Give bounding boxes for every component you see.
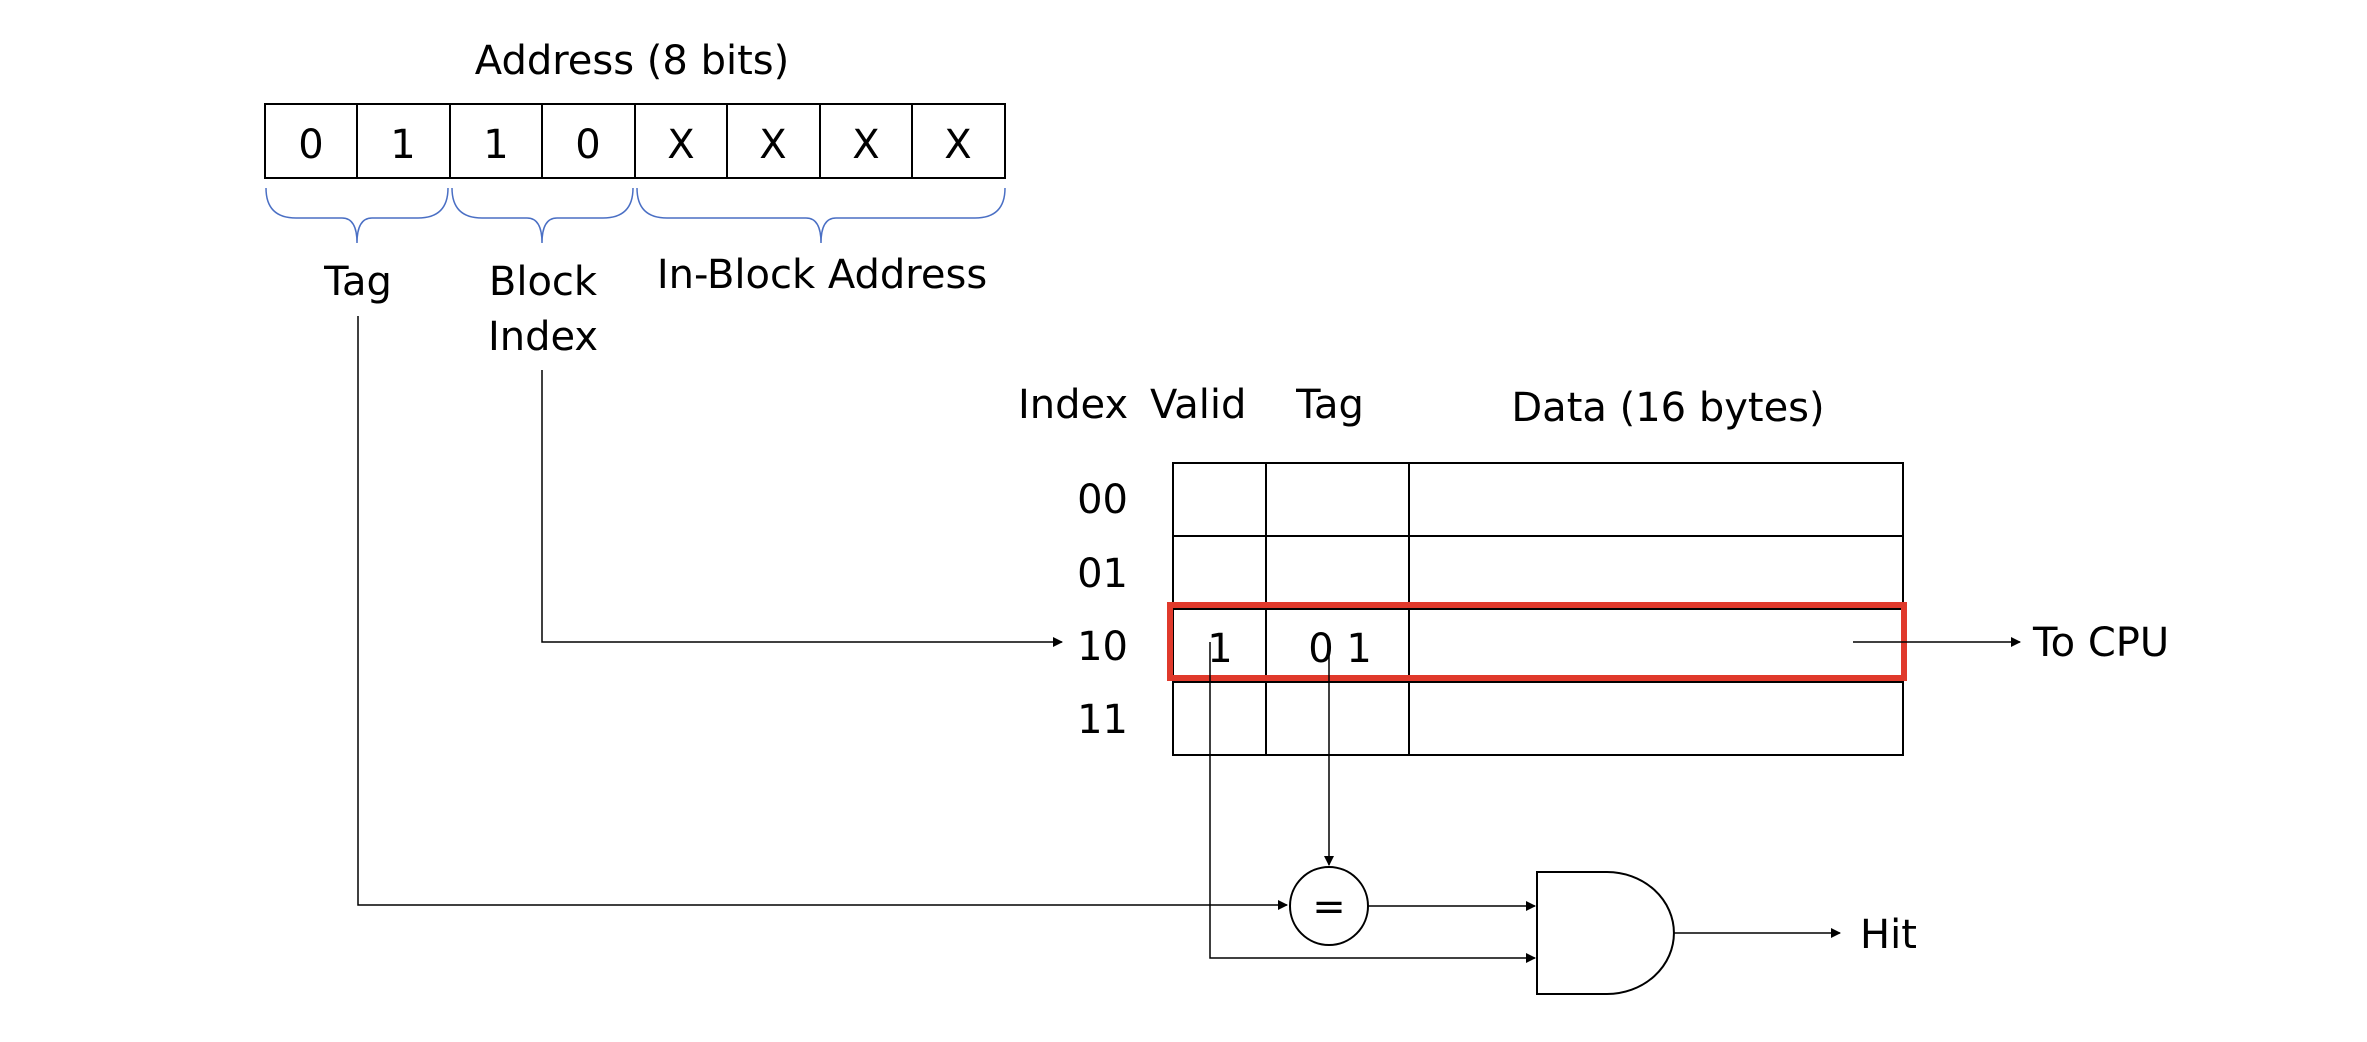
cache-header-index: Index [1018,382,1128,428]
address-bit: 1 [483,122,508,168]
tag-brace [265,187,449,244]
hit-label: Hit [1860,912,1917,958]
cache-row-index: 00 [1077,477,1128,523]
cache-header-valid: Valid [1150,382,1246,428]
address-bit: 0 [298,122,323,168]
address-bit: X [667,122,694,168]
tag-field-label: Tag [323,259,392,305]
valid-bit-wire [1209,642,1536,963]
and-gate [1536,871,1675,995]
cache-header-tag: Tag [1295,382,1364,428]
block-index-label-line2: Index [488,314,598,360]
cache-row-index: 01 [1077,551,1128,597]
block-index-label-line1: Block [489,259,598,305]
address-bit: X [759,122,786,168]
cache-row-index: 11 [1077,697,1128,743]
block-index-arrow [541,370,1063,647]
to-cpu-label: To CPU [2032,620,2169,666]
block-index-brace [451,187,634,244]
cache-row-valid: 1 [1207,626,1232,672]
address-bit: 1 [390,122,415,168]
address-bit: X [944,122,971,168]
address-bit: 0 [575,122,600,168]
address-register: 0 1 1 0 X X X X [264,103,1006,179]
cache-row-index: 10 [1077,624,1128,670]
in-block-brace [636,187,1006,244]
cache-header-data: Data (16 bytes) [1511,385,1824,431]
in-block-address-label: In-Block Address [657,252,987,298]
cache-row-tag: 0 1 [1308,626,1372,672]
address-bit: X [852,122,879,168]
comparator-symbol: = [1312,884,1346,930]
cache-table [1172,462,1904,756]
address-title: Address (8 bits) [475,38,789,84]
address-tag-wire [357,316,1288,910]
selected-row-highlight [1167,602,1907,681]
